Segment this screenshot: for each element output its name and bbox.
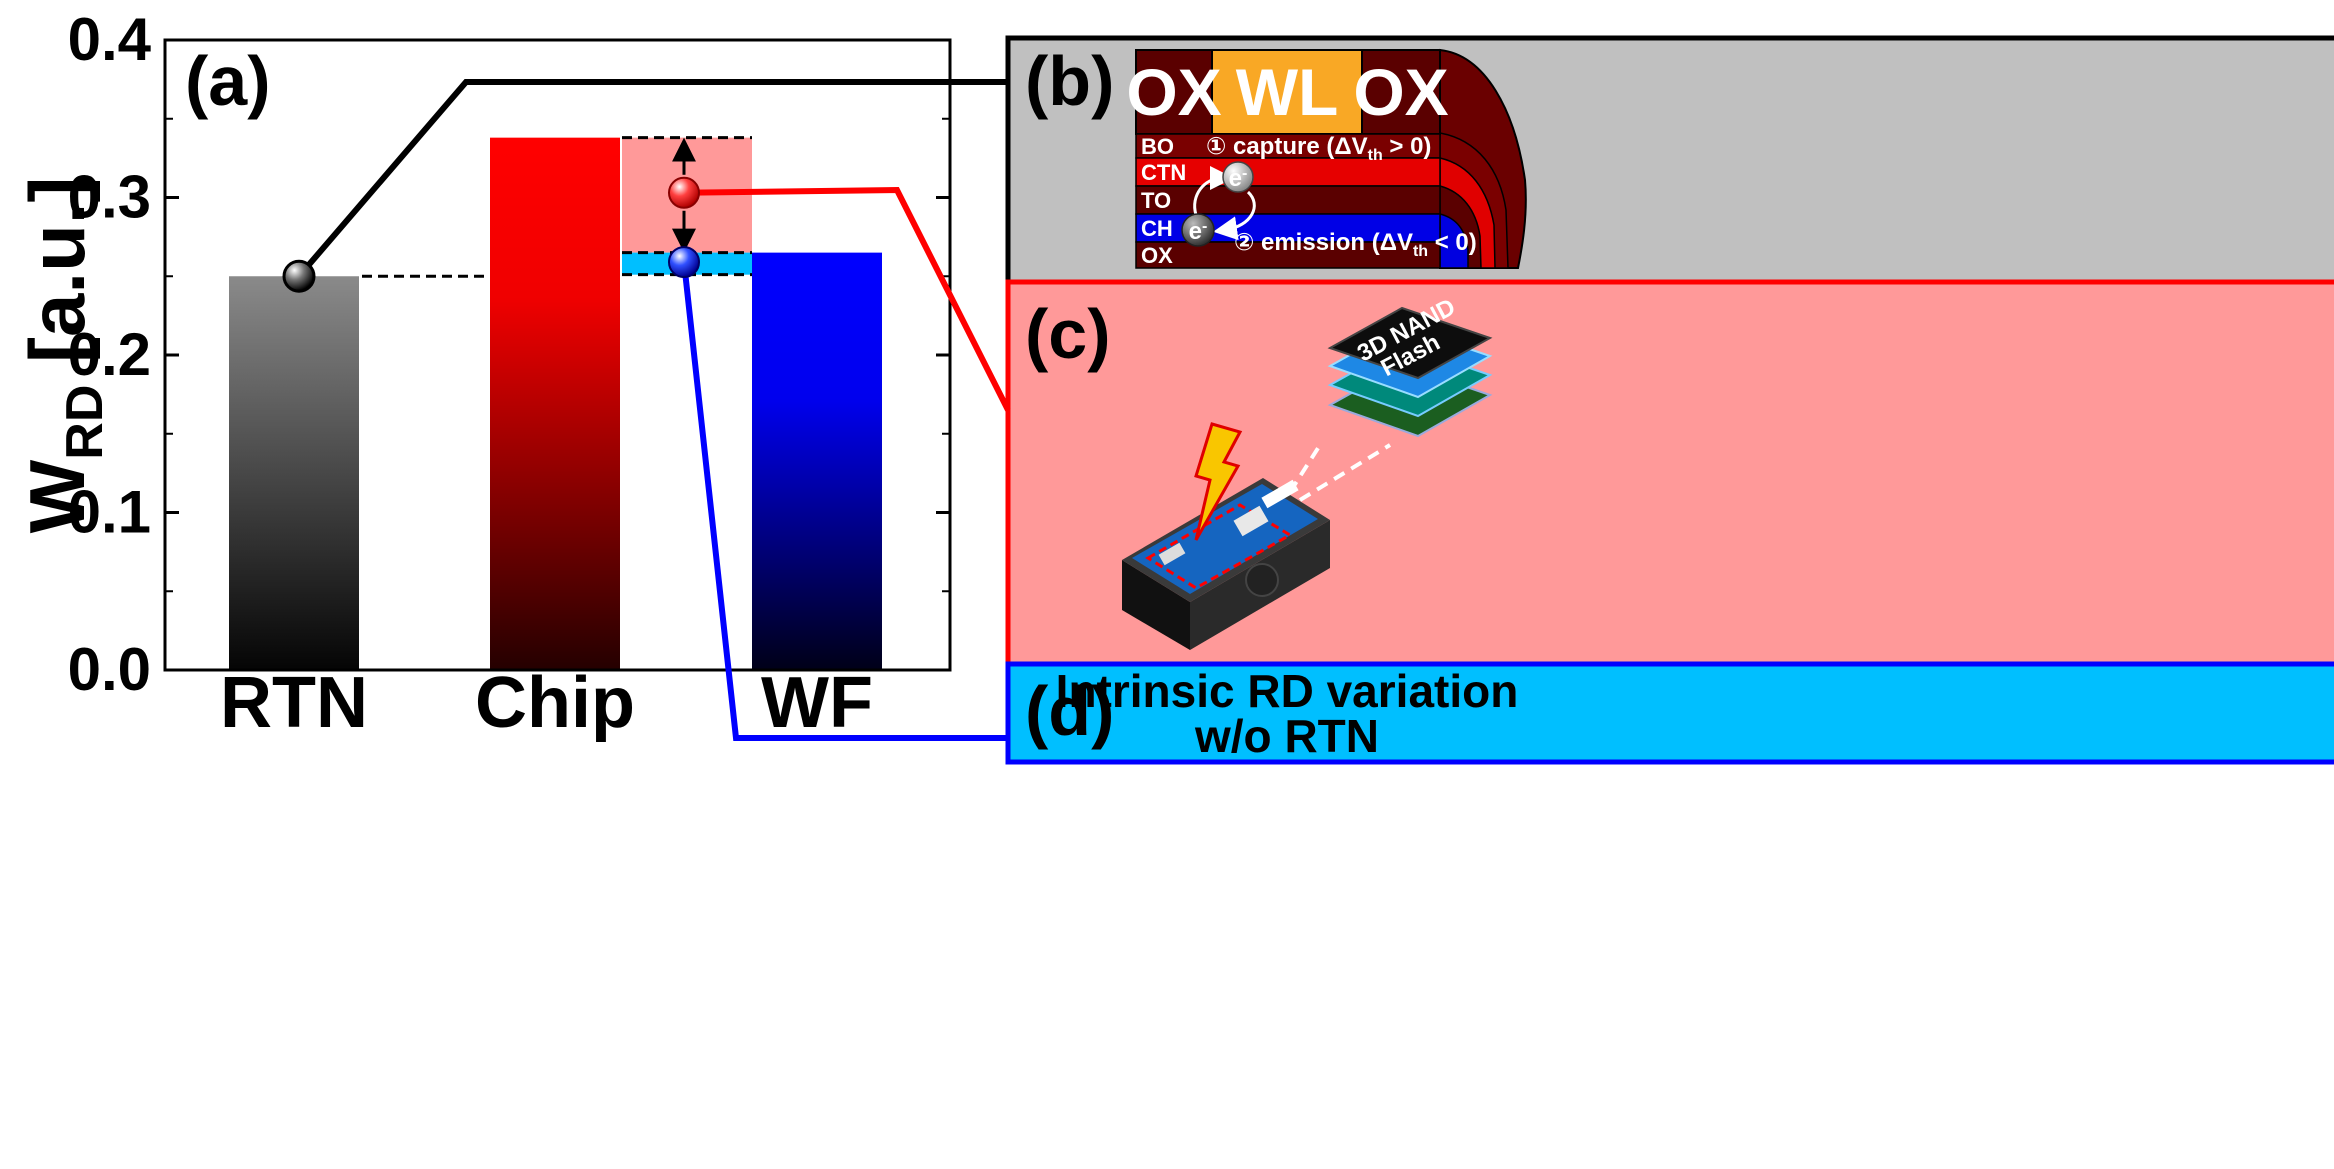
layer-to — [1135, 185, 1441, 215]
layer-label-to: TO — [1141, 188, 1171, 213]
y-tick-label: 0.3 — [68, 164, 151, 231]
electron-channel-icon — [1181, 213, 1215, 247]
panel-c: (c) 3D NAND Flash — [1005, 279, 2334, 667]
device-ox-right — [1361, 49, 1441, 135]
y-tick-label: 0.1 — [68, 479, 151, 546]
x-tick-label-rtn: RTN — [220, 663, 368, 743]
layer-bo — [1135, 133, 1441, 159]
x-tick-label-wf: WF — [761, 663, 873, 743]
capture-arrow — [1193, 166, 1234, 216]
panel-d-frame — [1005, 661, 2334, 765]
layer-label-ox: OX — [1141, 243, 1173, 268]
bar-rtn — [229, 276, 359, 670]
emission-label-end: < 0) — [1428, 229, 1477, 256]
ox-left-label: OX — [1126, 55, 1221, 129]
zoom-line-bottom — [1298, 443, 1392, 502]
tester-box-left — [1122, 560, 1190, 650]
y-axis-label-unit: [a.u.] — [13, 177, 101, 385]
capture-label-sub: th — [1368, 147, 1383, 164]
emission-label-text: ② emission (ΔV — [1234, 229, 1413, 256]
nand-chip-illustration: 3D NAND Flash — [1327, 293, 1493, 438]
layer-label-bo: BO — [1141, 134, 1174, 159]
y-tick-label: 0.0 — [68, 636, 151, 703]
bar-chart: 0.0 0.1 0.2 0.3 0.4 RTN Chip WF — [68, 6, 952, 743]
y-axis-label-main: W — [13, 459, 101, 533]
bar-chip — [490, 137, 620, 670]
electron-channel-label: e- — [1189, 218, 1208, 245]
tester-fan-icon — [1245, 563, 1279, 597]
emission-label-sub: th — [1413, 243, 1428, 260]
emission-label: ② emission (ΔVth < 0) — [1234, 229, 1477, 260]
ox-right-label: OX — [1353, 55, 1448, 129]
connector-lines — [296, 79, 1011, 741]
tester-highlight — [1145, 503, 1293, 590]
bar-wf — [752, 252, 882, 670]
panel-d-line1: Intrinsic RD variation — [1056, 665, 1519, 717]
electron-trapped-icon — [1222, 161, 1254, 193]
device-side-ch — [1439, 213, 1469, 269]
layer-ctn — [1135, 157, 1441, 187]
panel-label-a: (a) — [185, 42, 271, 120]
panel-d: (d) Intrinsic RD variation w/o RTN — [1005, 661, 2334, 765]
layer-ox — [1135, 241, 1441, 269]
electron-trapped-label: e- — [1229, 165, 1248, 192]
y-axis-label: WRD [a.u.] — [13, 177, 114, 534]
wl-label: WL — [1236, 55, 1339, 129]
capture-label-end: > 0) — [1383, 133, 1432, 160]
device-ox-left — [1135, 49, 1213, 135]
x-tick-label-chip: Chip — [475, 663, 635, 743]
marker-rtn — [282, 259, 316, 293]
y-axis-label-sub: RD — [56, 385, 114, 460]
tester-nand-slot — [1261, 479, 1299, 509]
markers-layer — [282, 176, 700, 293]
device-wl — [1211, 49, 1363, 135]
x-axis-ticks: RTN Chip WF — [220, 663, 873, 743]
zoom-line-top — [1288, 443, 1322, 494]
bars-layer — [229, 137, 882, 670]
connector-rtn-to-b — [296, 79, 1008, 279]
connector-intrinsic-to-d — [681, 261, 1008, 741]
panel-d-line2: w/o RTN — [1194, 710, 1379, 762]
panel-b: (b) OX WL OX BO CTN TO CH OX — [1005, 35, 2334, 285]
emission-arrow — [1213, 190, 1256, 241]
layer-label-ctn: CTN — [1141, 160, 1186, 185]
device-cross-section: OX WL OX BO CTN TO CH OX ① capture (ΔVth… — [1126, 48, 1527, 269]
tester-board — [1132, 484, 1318, 594]
layer-label-ch: CH — [1141, 216, 1173, 241]
capture-label-text: ① capture (ΔV — [1206, 133, 1368, 160]
tester-device-illustration — [1122, 422, 1392, 650]
tester-chip-socket — [1233, 505, 1269, 537]
nand-die — [1327, 306, 1493, 380]
lightning-icon — [1194, 422, 1243, 541]
capture-label: ① capture (ΔVth > 0) — [1206, 133, 1431, 164]
y-tick-label: 0.4 — [68, 6, 152, 73]
marker-intrinsic — [668, 246, 700, 279]
marker-chip-rtn — [668, 176, 700, 209]
y-tick-label: 0.2 — [68, 321, 151, 388]
panel-label-b: (b) — [1025, 42, 1114, 120]
y-axis-ticks: 0.0 0.1 0.2 0.3 0.4 — [68, 6, 950, 703]
panel-label-c: (c) — [1025, 295, 1111, 373]
tester-connector — [1158, 542, 1186, 566]
connector-chip-to-c — [683, 186, 1011, 412]
panel-label-d: (d) — [1025, 672, 1114, 750]
